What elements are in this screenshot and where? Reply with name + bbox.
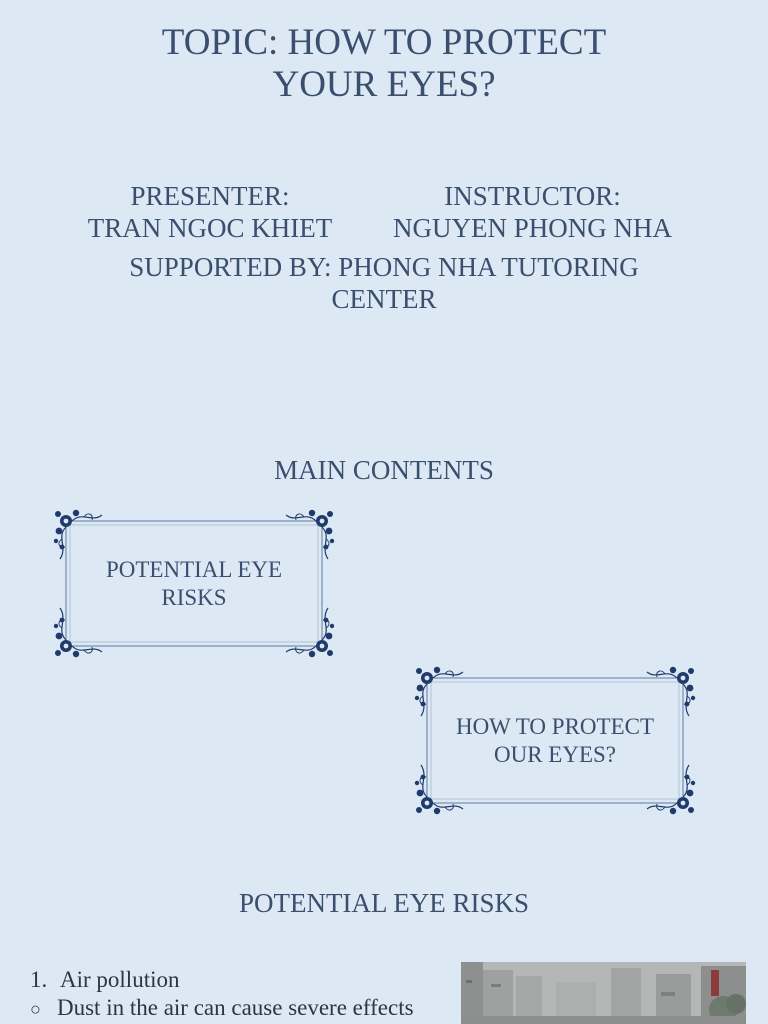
presenter-block: PRESENTER: TRAN NGOC KHIET [60, 180, 360, 244]
air-pollution-photo [461, 962, 746, 1024]
list-bullet: ○ [30, 999, 41, 1019]
supported-by-line-2: CENTER [331, 284, 437, 314]
frame-label-line-2: OUR EYES? [493, 741, 617, 767]
frame-label: POTENTIAL EYE RISKS [52, 556, 336, 612]
content-frame-protect-eyes[interactable]: HOW TO PROTECT OUR EYES? [413, 664, 697, 817]
frame-label-line-2: RISKS [161, 584, 227, 610]
instructor-block: INSTRUCTOR: NGUYEN PHONG NHA [375, 180, 690, 244]
presenter-label: PRESENTER: [130, 181, 290, 211]
main-contents-heading: MAIN CONTENTS [274, 455, 494, 485]
list-item: 1. Air pollution [30, 966, 414, 994]
city-smog-image-icon [461, 962, 746, 1024]
presenter-name: TRAN NGOC KHIET [87, 213, 333, 243]
list-number: 1. [30, 967, 48, 992]
ornate-frame-icon [414, 666, 696, 815]
title-line-2: YOUR EYES? [272, 64, 496, 105]
frame-label-line-1: HOW TO PROTECT [455, 713, 655, 739]
supported-by-line-1: SUPPORTED BY: PHONG NHA TUTORING [129, 252, 639, 282]
risk-list: 1. Air pollution ○ Dust in the air can cau… [30, 966, 414, 1023]
supported-by: SUPPORTED BY: PHONG NHA TUTORING CENTER [90, 251, 678, 315]
instructor-label: INSTRUCTOR: [444, 181, 621, 211]
title-line-1: TOPIC: HOW TO PROTECT [161, 22, 607, 63]
section-heading-eye-risks: POTENTIAL EYE RISKS [239, 888, 529, 918]
frame-label-line-1: POTENTIAL EYE [105, 556, 283, 582]
ornate-frame-icon [53, 509, 335, 658]
frame-label: HOW TO PROTECT OUR EYES? [413, 713, 697, 769]
list-item-text: Dust in the air can cause severe effects [57, 995, 414, 1020]
content-frame-eye-risks[interactable]: POTENTIAL EYE RISKS [52, 507, 336, 660]
instructor-name: NGUYEN PHONG NHA [393, 213, 672, 243]
page-title: TOPIC: HOW TO PROTECT YOUR EYES? [0, 22, 768, 106]
list-item-text: Air pollution [60, 967, 180, 992]
list-item: ○ Dust in the air can cause severe effect… [30, 994, 414, 1023]
